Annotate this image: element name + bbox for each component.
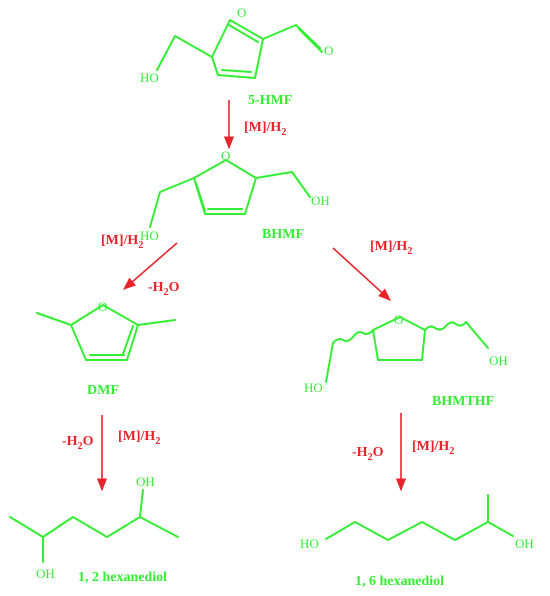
hexanediol-16-hydroxyl-left: HO [300,536,319,551]
step5-condition-dehydration: -H2O [352,445,384,463]
hmf-hydroxyl: HO [140,70,159,85]
bhmf-hydroxyl-left: HO [140,228,159,243]
bhmf-structure: O OH HO BHMF [140,148,330,243]
step2-condition-metal: [M]/H2 [101,233,143,251]
bhmthf-label: BHMTHF [432,394,494,409]
hmf-label: 5-HMF [248,93,292,108]
hmf-aldehyde-oxygen: O [324,43,333,58]
bhmthf-hydroxyl-right: OH [489,353,508,368]
dmf-structure: O DMF [36,299,176,398]
hmf-structure: O O HO 5-HMF [140,5,333,108]
dmf-ring-oxygen: O [98,299,107,314]
bhmthf-hydroxyl-left: HO [304,380,323,395]
hexanediol-16-structure: HO OH 1, 6 hexanediol [300,494,534,589]
step1-condition: [M]/H2 [244,120,286,138]
hexanediol-16-hydroxyl-right: OH [515,536,534,551]
hexanediol-12-structure: OH OH 1, 2 hexanediol [9,474,179,585]
step3-condition: [M]/H2 [370,239,412,257]
step4-condition-dehydration: -H2O [62,434,94,452]
bhmthf-ring-oxygen: O [394,312,403,327]
hmf-ring-oxygen: O [237,5,246,20]
step2-condition-dehydration: -H2O [148,280,180,298]
step4-condition-metal: [M]/H2 [118,429,160,447]
hexanediol-12-hydroxyl-top: OH [136,474,155,489]
hexanediol-12-hydroxyl-bottom: OH [36,566,55,581]
bhmf-hydroxyl-right: OH [311,193,330,208]
hexanediol-12-label: 1, 2 hexanediol [78,570,167,585]
hexanediol-16-label: 1, 6 hexanediol [355,574,444,589]
dmf-label: DMF [87,383,119,398]
bhmthf-structure: O OH HO BHMTHF [304,312,508,409]
bhmf-label: BHMF [262,227,304,242]
arrow-bhmf-to-bhmthf [332,247,391,301]
step5-condition-metal: [M]/H2 [412,439,454,457]
arrow-bhmf-to-dmf [123,242,178,290]
bhmf-ring-oxygen: O [221,148,230,163]
